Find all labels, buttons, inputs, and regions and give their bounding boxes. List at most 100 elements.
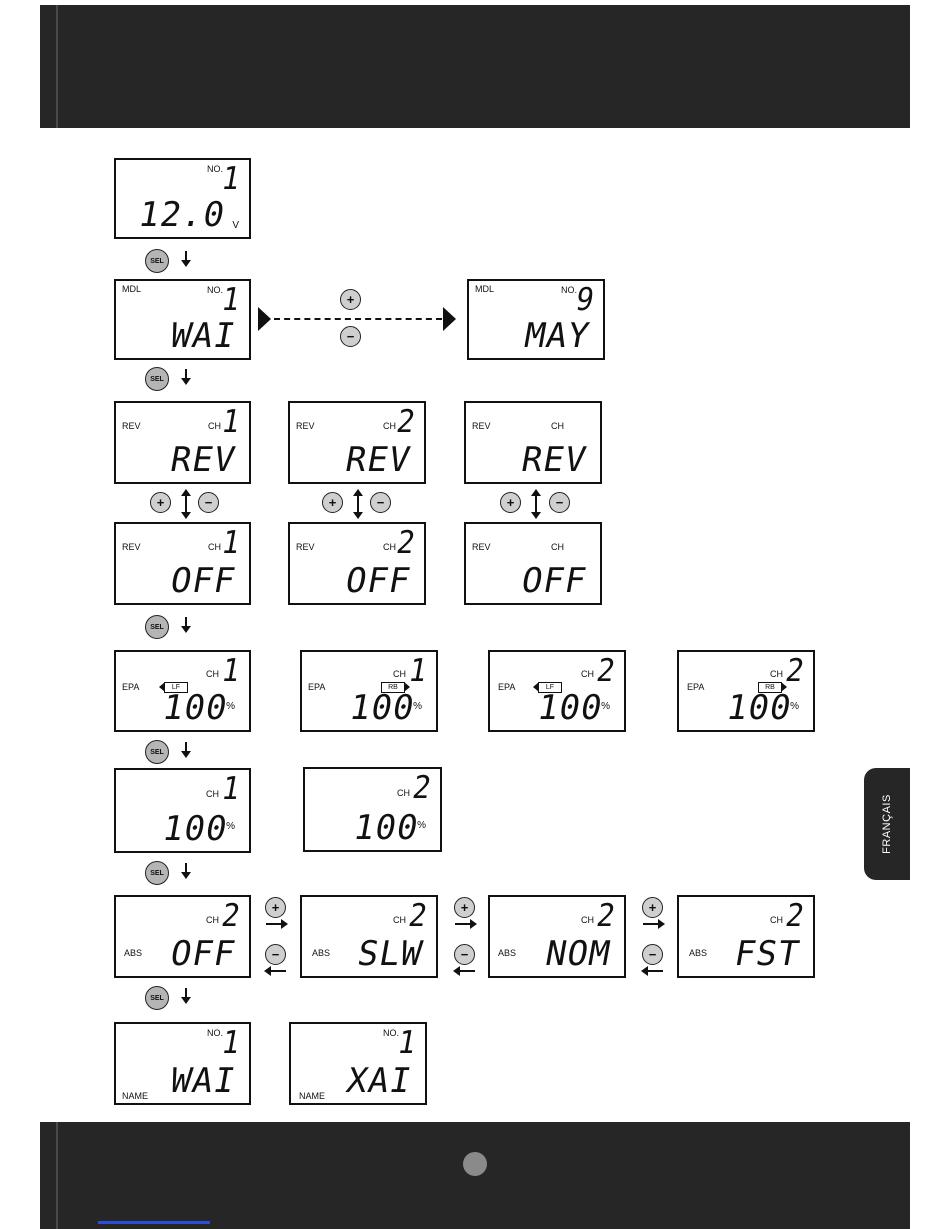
lcd-epa-ch1-lf: EPA CH LF 1 100 % — [114, 650, 251, 732]
rb-tag: RB — [381, 682, 410, 693]
channel-number: 2 — [782, 651, 807, 689]
down-arrow-icon — [181, 617, 191, 633]
channel-number: 1 — [218, 769, 243, 807]
abs-value: FST — [731, 934, 803, 974]
ch-label: CH — [383, 542, 396, 552]
lcd-ch2-100: CH 2 100 % — [303, 767, 442, 852]
minus-button-icon: − — [454, 944, 475, 965]
off-value: OFF — [342, 561, 414, 601]
abs-value: NOM — [542, 934, 614, 974]
ch-label: CH — [206, 789, 219, 799]
down-arrow-icon — [181, 863, 191, 879]
triangle-right-icon — [443, 307, 456, 331]
plus-button-icon: + — [340, 289, 361, 310]
rev-value: REV — [342, 440, 414, 480]
down-arrow-icon — [181, 742, 191, 758]
lf-tag: LF — [533, 682, 562, 693]
rev-value: REV — [518, 440, 590, 480]
epa-value: 100 — [534, 688, 606, 728]
plus-button-icon: + — [150, 492, 171, 513]
lcd-off-ch2: REV CH 2 OFF — [288, 522, 426, 605]
lf-tag: LF — [159, 682, 188, 693]
lcd-rev-ch1: REV CH 1 REV — [114, 401, 251, 484]
rb-tag: RB — [758, 682, 787, 693]
name-label: NAME — [122, 1091, 149, 1101]
lcd-rev-ch: REV CH REV — [464, 401, 602, 484]
lcd-off-ch1: REV CH 1 OFF — [114, 522, 251, 605]
channel-number: 2 — [393, 523, 418, 561]
right-arrow-icon — [643, 919, 665, 929]
left-arrow-icon — [641, 966, 663, 976]
rev-label: REV — [122, 421, 141, 431]
ch-label: CH — [581, 669, 594, 679]
plus-button-icon: + — [454, 897, 475, 918]
channel-number: 2 — [393, 402, 418, 440]
percent-unit: % — [601, 701, 610, 712]
percent-unit: % — [790, 701, 799, 712]
ch-label: CH — [393, 915, 406, 925]
channel-number: 2 — [593, 651, 618, 689]
sel-button-icon: SEL — [145, 986, 169, 1010]
lcd-rev-ch2: REV CH 2 REV — [288, 401, 426, 484]
lcd-ch1-100: CH 1 100 % — [114, 768, 251, 853]
abs-label: ABS — [498, 948, 517, 958]
lcd-abs-fst: ABS CH 2 FST — [677, 895, 815, 978]
ch-label: CH — [551, 421, 564, 431]
epa-value: 100 — [159, 688, 231, 728]
channel-number: 1 — [218, 402, 243, 440]
footer-band-line — [56, 1122, 58, 1229]
percent-value: 100 — [159, 809, 231, 849]
abs-label: ABS — [124, 948, 143, 958]
minus-button-icon: − — [265, 944, 286, 965]
mdl-label: MDL — [475, 284, 495, 294]
minus-button-icon: − — [340, 326, 361, 347]
ch-label: CH — [383, 421, 396, 431]
lcd-epa-ch1-rb: EPA CH RB 1 100 % — [300, 650, 438, 732]
header-band — [40, 5, 910, 128]
rev-label: REV — [472, 542, 491, 552]
sel-button-icon: SEL — [145, 367, 169, 391]
language-tab: FRANÇAIS — [864, 768, 910, 880]
epa-value: 100 — [723, 688, 795, 728]
ch-label: CH — [208, 421, 221, 431]
lcd-off-ch: REV CH OFF — [464, 522, 602, 605]
ch-label: CH — [770, 669, 783, 679]
channel-number: 2 — [593, 896, 618, 934]
ch-label: CH — [206, 915, 219, 925]
model-name: MAY — [521, 316, 593, 356]
epa-value: 100 — [346, 688, 418, 728]
sel-button-icon: SEL — [145, 740, 169, 764]
channel-number: 2 — [782, 896, 807, 934]
lcd-model-9: MDL NO. 9 MAY — [467, 279, 605, 360]
plus-button-icon: + — [642, 897, 663, 918]
lcd-abs-nom: ABS CH 2 NOM — [488, 895, 626, 978]
volt-unit: V — [232, 220, 239, 231]
off-value: OFF — [167, 561, 239, 601]
channel-number: 2 — [405, 896, 430, 934]
ch-label: CH — [770, 915, 783, 925]
sel-button-icon: SEL — [145, 249, 169, 273]
up-down-arrow-icon — [181, 489, 191, 519]
abs-value: OFF — [167, 934, 239, 974]
language-tab-label: FRANÇAIS — [881, 794, 893, 854]
rev-value: REV — [167, 440, 239, 480]
lcd-voltage: NO. 1 12.0 V — [114, 158, 251, 239]
rev-label: REV — [122, 542, 141, 552]
sel-button-icon: SEL — [145, 861, 169, 885]
plus-button-icon: + — [500, 492, 521, 513]
percent-value: 100 — [350, 808, 422, 848]
mdl-label: MDL — [122, 284, 142, 294]
percent-unit: % — [413, 701, 422, 712]
channel-number: 1 — [218, 523, 243, 561]
dashed-line — [274, 318, 442, 320]
left-arrow-icon — [264, 966, 286, 976]
off-value: OFF — [518, 561, 590, 601]
no-label: NO. — [206, 285, 223, 295]
ch-label: CH — [393, 669, 406, 679]
minus-button-icon: − — [198, 492, 219, 513]
ch-label: CH — [551, 542, 564, 552]
ch-label: CH — [206, 669, 219, 679]
lcd-abs-off: ABS CH 2 OFF — [114, 895, 251, 978]
name-label: NAME — [299, 1091, 326, 1101]
sel-button-icon: SEL — [145, 615, 169, 639]
